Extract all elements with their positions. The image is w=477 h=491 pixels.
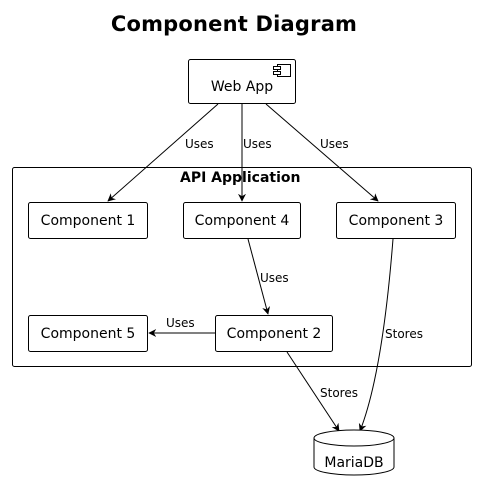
label-webapp-component1: Uses (185, 137, 214, 151)
component-icon (273, 64, 291, 77)
diagram-title: Component Diagram (110, 12, 358, 36)
component-3[interactable]: Component 3 (336, 202, 456, 239)
label-component3-mariadb: Stores (385, 327, 423, 341)
component-1[interactable]: Component 1 (28, 202, 148, 239)
component-5[interactable]: Component 5 (28, 315, 148, 352)
edge-component2-mariadb (286, 351, 340, 432)
api-application-title: API Application (180, 170, 301, 186)
component-4[interactable]: Component 4 (183, 202, 301, 239)
label-component4-component2: Uses (260, 271, 289, 285)
webapp-component[interactable]: Web App (188, 59, 296, 104)
edge-component3-mariadb (358, 238, 394, 432)
mariadb-database-shape (313, 429, 395, 476)
edge-webapp-component1 (107, 103, 219, 202)
edge-webapp-component3 (265, 103, 379, 202)
component-2[interactable]: Component 2 (215, 315, 333, 352)
label-webapp-component3: Uses (320, 137, 349, 151)
mariadb-label: MariaDB (324, 455, 384, 471)
label-component2-mariadb: Stores (320, 386, 358, 400)
edge-component4-component2 (247, 238, 271, 315)
webapp-label: Web App (210, 79, 274, 95)
label-component2-component5: Uses (166, 316, 195, 330)
label-webapp-component4: Uses (243, 137, 272, 151)
